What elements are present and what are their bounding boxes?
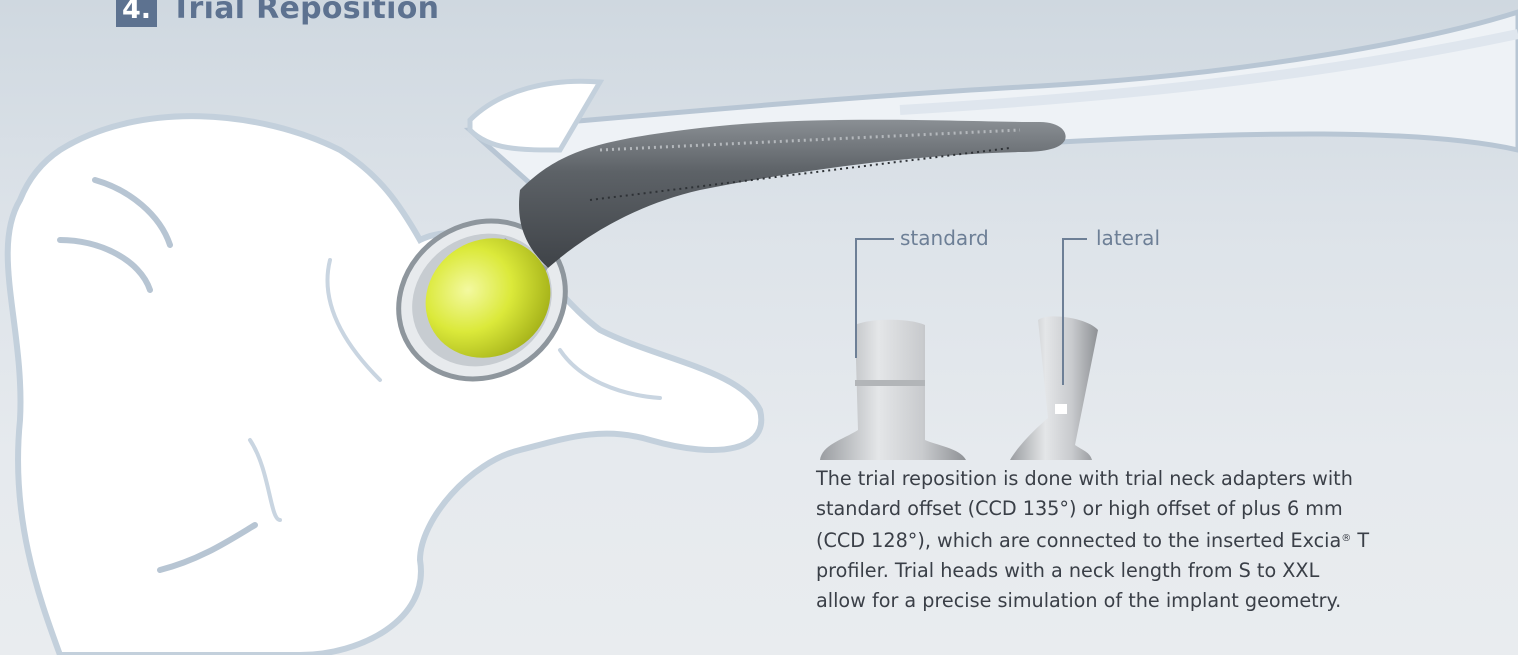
section-heading: 4. Trial Reposition — [116, 0, 439, 30]
section-number: 4. — [116, 0, 157, 27]
description-line: allow for a precise simulation of the im… — [816, 586, 1496, 616]
neck-adapter-standard — [820, 320, 966, 460]
section-title: Trial Reposition — [171, 0, 439, 26]
registered-mark: ® — [1341, 533, 1351, 544]
description-line: profiler. Trial heads with a neck length… — [816, 556, 1496, 586]
description-paragraph: The trial reposition is done with trial … — [816, 464, 1496, 616]
standard-label: standard — [900, 226, 989, 250]
neck-adapter-lateral — [1010, 316, 1098, 460]
description-text: T — [1351, 529, 1369, 552]
description-line: standard offset (CCD 135°) or high offse… — [816, 494, 1496, 524]
lateral-label: lateral — [1096, 226, 1160, 250]
description-text: (CCD 128°), which are connected to the i… — [816, 529, 1341, 552]
description-line: The trial reposition is done with trial … — [816, 464, 1496, 494]
description-line: (CCD 128°), which are connected to the i… — [816, 524, 1496, 556]
